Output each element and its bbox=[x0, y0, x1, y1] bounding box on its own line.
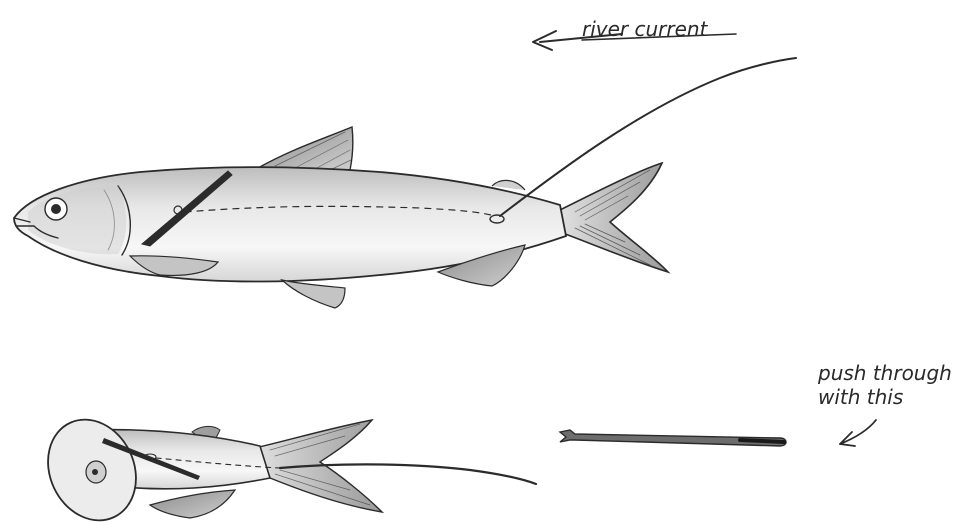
rigged-fish-side-view bbox=[14, 58, 796, 308]
push-arrow-icon bbox=[840, 420, 876, 446]
push-label-line2: with this bbox=[818, 385, 903, 409]
trailing-line bbox=[500, 58, 796, 216]
cut-face bbox=[32, 405, 152, 525]
rigged-fish-cut-view bbox=[32, 405, 536, 525]
river-current-annotation: river current bbox=[533, 17, 736, 50]
fish-eye bbox=[45, 198, 67, 220]
push-label-line1: push through bbox=[817, 361, 952, 385]
push-annotation: push through with this bbox=[817, 361, 952, 446]
tail-fin bbox=[560, 163, 668, 272]
rigging-needle-icon bbox=[560, 430, 786, 446]
dorsal-fin bbox=[258, 127, 353, 170]
